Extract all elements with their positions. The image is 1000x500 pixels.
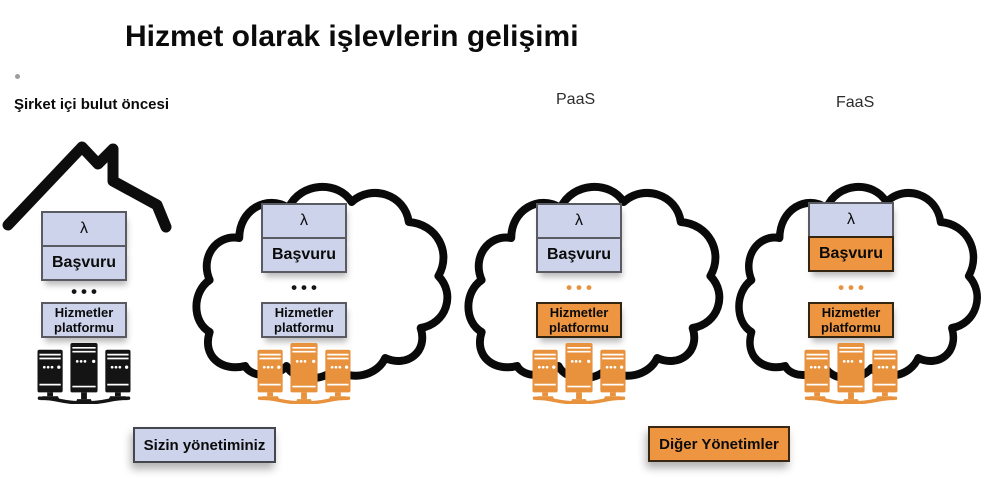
ellipsis-dots: ••• xyxy=(291,278,321,297)
services-line1: Hizmetler xyxy=(549,305,609,320)
services-line1: Hizmetler xyxy=(821,305,881,320)
lambda-box: λ xyxy=(536,203,622,239)
server-cluster-icon xyxy=(32,342,136,405)
services-line1: Hizmetler xyxy=(274,305,334,320)
server-cluster-icon xyxy=(799,342,903,405)
column-label-on-premise: Şirket içi bulut öncesi xyxy=(14,96,170,113)
application-box: Başvuru xyxy=(41,245,127,281)
stack-paas: λ Başvuru ••• Hizmetler platformu xyxy=(532,203,626,405)
application-box: Başvuru xyxy=(261,237,347,273)
services-line2: platformu xyxy=(274,320,334,335)
stack-cloud: λ Başvuru ••• Hizmetler platformu xyxy=(257,203,351,405)
stack-on-premise: λ Başvuru ••• Hizmetler platformu xyxy=(37,211,131,405)
services-line2: platformu xyxy=(549,320,609,335)
lambda-box: λ xyxy=(808,202,894,238)
ellipsis-dots: ••• xyxy=(566,278,596,297)
services-platform-box: Hizmetler platformu xyxy=(261,302,347,338)
stack-faas: λ Başvuru ••• Hizmetler platformu xyxy=(804,202,898,405)
services-platform-box: Hizmetler platformu xyxy=(41,302,127,338)
ellipsis-dots: ••• xyxy=(71,282,101,301)
page-title: Hizmet olarak işlevlerin gelişimi xyxy=(125,20,579,53)
server-cluster-icon xyxy=(252,342,356,405)
lambda-box: λ xyxy=(261,203,347,239)
lambda-box: λ xyxy=(41,211,127,247)
decorative-dot xyxy=(15,74,20,79)
legend-other-management: Diğer Yönetimler xyxy=(648,426,790,462)
services-line2: platformu xyxy=(54,320,114,335)
services-line2: platformu xyxy=(821,320,881,335)
ellipsis-dots: ••• xyxy=(838,277,868,297)
services-line1: Hizmetler xyxy=(54,305,114,320)
application-box: Başvuru xyxy=(808,236,894,272)
house-roof-icon xyxy=(2,141,172,233)
legend-your-management: Sizin yönetiminiz xyxy=(133,427,276,463)
services-platform-box: Hizmetler platformu xyxy=(808,302,894,338)
server-cluster-icon xyxy=(527,342,631,405)
column-label-paas: PaaS xyxy=(556,91,596,108)
services-platform-box: Hizmetler platformu xyxy=(536,302,622,338)
column-label-faas: FaaS xyxy=(836,94,875,111)
application-box: Başvuru xyxy=(536,237,622,273)
